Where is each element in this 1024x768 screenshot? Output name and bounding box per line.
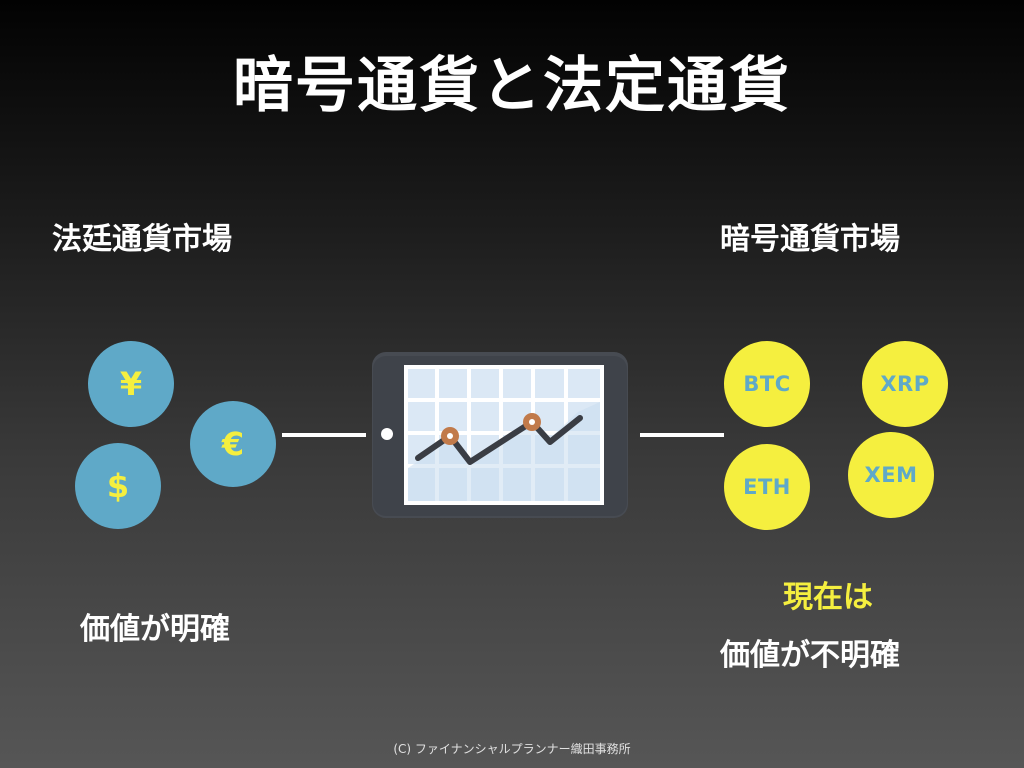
slide-title: 暗号通貨と法定通貨 [233,51,791,121]
yen-coin-icon: ¥ [88,341,174,427]
tablet-home-button [381,428,393,440]
crypto-market-label: 暗号通貨市場 [720,222,900,257]
tablet-chart-icon [372,352,628,518]
eth-coin-icon: ETH [724,444,810,530]
fiat-connector-line [282,433,366,437]
crypto-connector-line [640,433,724,437]
crypto-value-text: 価値が不明確 [720,638,900,673]
xem-coin-icon: XEM [848,432,934,518]
xrp-coin-icon: XRP [862,341,948,427]
dollar-coin-icon: $ [75,443,161,529]
fiat-market-label: 法廷通貨市場 [52,222,232,257]
euro-coin-icon: € [190,401,276,487]
copyright-footer: (C) ファイナンシャルプランナー織田事務所 [393,742,631,756]
crypto-status-text: 現在は [783,580,873,615]
fiat-value-text: 価値が明確 [80,612,230,647]
btc-coin-icon: BTC [724,341,810,427]
